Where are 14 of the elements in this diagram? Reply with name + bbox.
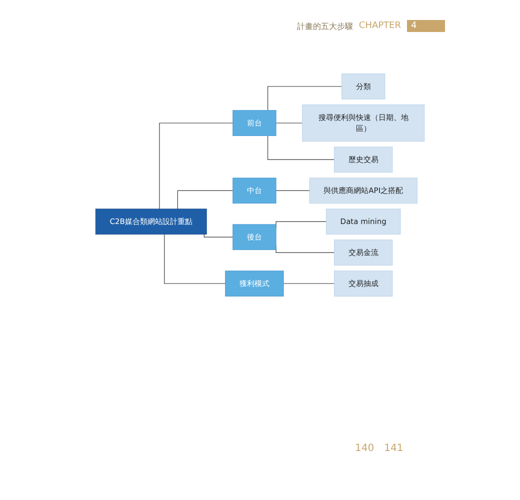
chapter-number: 4 bbox=[407, 20, 445, 32]
page-number: 140 bbox=[355, 443, 374, 454]
chapter-label: CHAPTER bbox=[358, 21, 401, 31]
connector bbox=[276, 190, 310, 191]
connector bbox=[159, 122, 234, 210]
connector bbox=[164, 234, 226, 284]
connector bbox=[204, 234, 234, 238]
page-number: 141 bbox=[384, 443, 404, 454]
connector bbox=[267, 86, 342, 111]
chapter-title: 計畫的五大步驟 bbox=[296, 20, 353, 32]
connector bbox=[177, 190, 234, 210]
connector bbox=[267, 135, 335, 160]
connector bbox=[283, 283, 335, 284]
connector bbox=[276, 122, 303, 124]
